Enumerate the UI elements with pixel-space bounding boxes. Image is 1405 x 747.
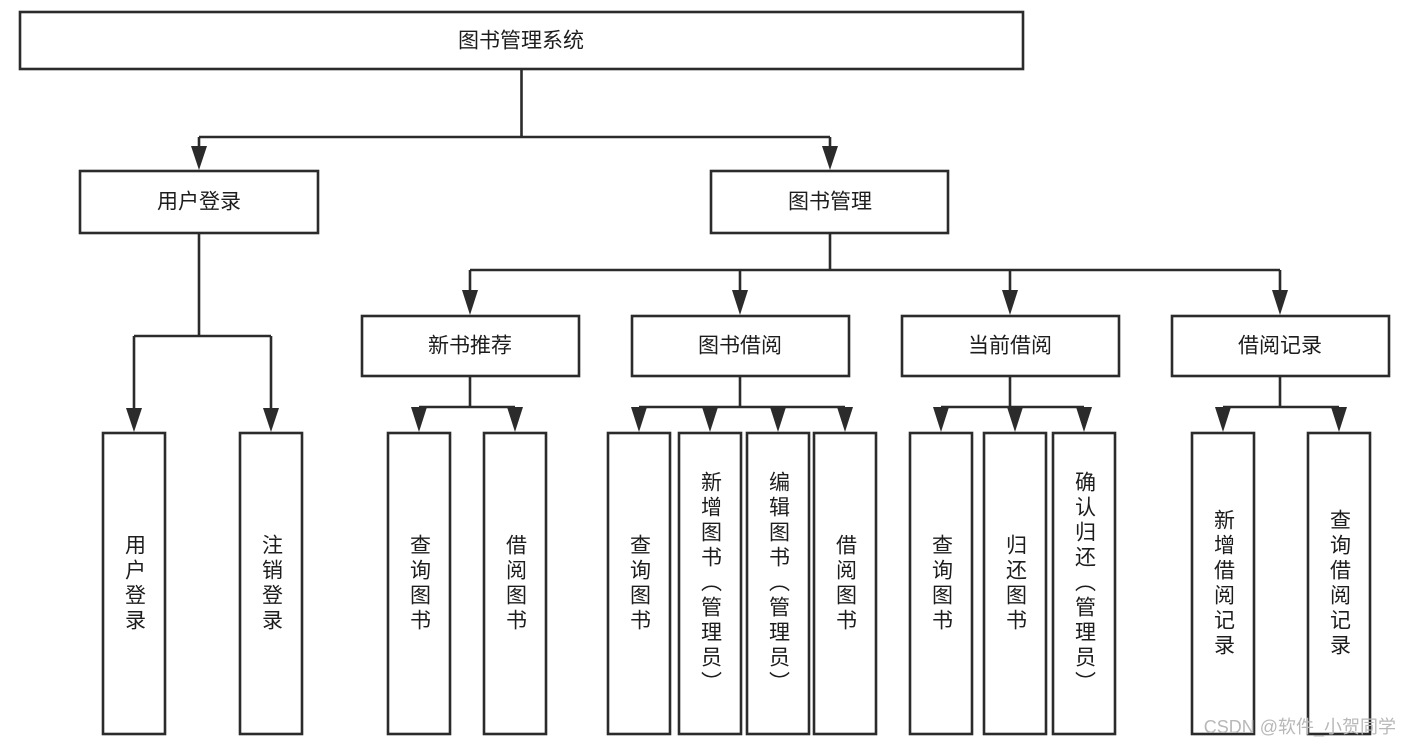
leaf-edit-book-box[interactable]: [745, 431, 811, 736]
arrow-head-icon: [732, 290, 748, 315]
arrow-head-icon: [1002, 290, 1018, 315]
node-root-label: 图书管理系统: [458, 30, 584, 53]
connector-group-book-borrow: [631, 376, 853, 432]
connector-group-borrow-record: [1215, 376, 1347, 432]
leaf-query-book-2-box[interactable]: [606, 431, 672, 736]
node-borrow-record-box[interactable]: [1170, 314, 1391, 378]
watermark-label: CSDN @软件_小贺同学: [1204, 717, 1396, 738]
connector-group-new-book-rec: [411, 376, 523, 432]
arrow-head-icon: [1331, 407, 1347, 432]
node-current-borrow-label: 当前借阅: [968, 335, 1052, 358]
arrow-head-icon: [933, 407, 949, 432]
node-user-login-label: 用户登录: [157, 191, 241, 214]
connector-group-current-borrow: [933, 376, 1092, 432]
node-new-book-rec-label: 新书推荐: [428, 335, 512, 358]
node-borrow-record-label: 借阅记录: [1238, 335, 1322, 358]
leaf-borrow-book-2-box[interactable]: [812, 431, 878, 736]
node-book-borrow-label: 图书借阅: [698, 335, 782, 358]
leaf-user-login-box[interactable]: [101, 431, 167, 736]
leaf-add-book-box[interactable]: [677, 431, 743, 736]
leaf-query-record-box[interactable]: [1306, 431, 1372, 736]
arrow-head-icon: [837, 407, 853, 432]
arrow-head-icon: [126, 408, 142, 432]
arrow-head-icon: [1007, 407, 1023, 432]
leaf-borrow-book-1-box[interactable]: [482, 431, 548, 736]
arrow-head-icon: [822, 146, 838, 170]
leaf-query-book-3-box[interactable]: [908, 431, 974, 736]
node-root-box[interactable]: [18, 10, 1025, 71]
connector-group-root: [191, 69, 838, 170]
arrow-head-icon: [631, 407, 647, 432]
node-user-login[interactable]: 用户登录: [78, 169, 320, 235]
node-book-manage-label: 图书管理: [788, 191, 872, 214]
connector-group-user-login: [126, 233, 279, 432]
connector-group-book-manage: [462, 233, 1288, 315]
arrow-head-icon: [1215, 407, 1231, 432]
leaf-box-group: [101, 431, 1372, 736]
leaf-logout-box[interactable]: [238, 431, 304, 736]
arrow-head-icon: [507, 407, 523, 432]
node-user-login-box[interactable]: [78, 169, 320, 235]
arrow-head-icon: [702, 407, 718, 432]
node-current-borrow[interactable]: 当前借阅: [900, 314, 1121, 378]
leaf-add-record-box[interactable]: [1190, 431, 1256, 736]
node-book-manage-box[interactable]: [709, 169, 950, 235]
leaf-query-book-1-box[interactable]: [386, 431, 452, 736]
node-book-borrow[interactable]: 图书借阅: [630, 314, 851, 378]
leaf-return-book-box[interactable]: [982, 431, 1048, 736]
arrow-head-icon: [462, 290, 478, 315]
arrow-head-icon: [770, 407, 786, 432]
arrow-head-icon: [1076, 407, 1092, 432]
node-new-book-rec[interactable]: 新书推荐: [360, 314, 581, 378]
arrow-head-icon: [263, 408, 279, 432]
arrow-head-icon: [191, 146, 207, 170]
node-borrow-record[interactable]: 借阅记录: [1170, 314, 1391, 378]
arrow-head-icon: [1272, 290, 1288, 315]
arrow-head-icon: [411, 407, 427, 432]
node-current-borrow-box[interactable]: [900, 314, 1121, 378]
node-book-manage[interactable]: 图书管理: [709, 169, 950, 235]
node-new-book-rec-box[interactable]: [360, 314, 581, 378]
leaf-confirm-return-box[interactable]: [1051, 431, 1117, 736]
node-root[interactable]: 图书管理系统: [18, 10, 1025, 71]
node-book-borrow-box[interactable]: [630, 314, 851, 378]
